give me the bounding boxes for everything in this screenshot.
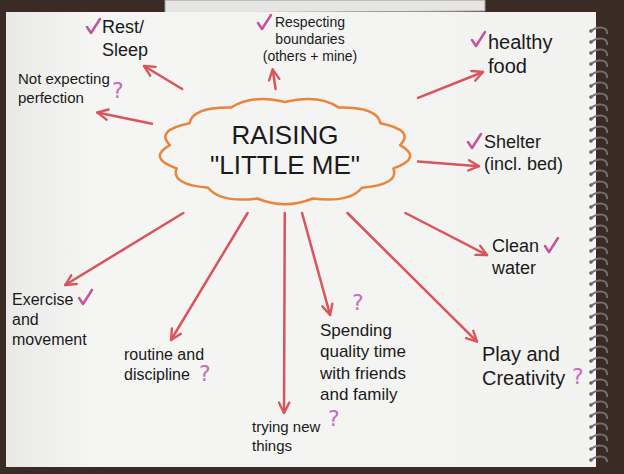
topic-text: Respecting boundaries (others + mine) — [255, 14, 365, 64]
topic-text: Rest/ Sleep — [102, 16, 162, 61]
check-mark — [468, 134, 481, 148]
topic-text: Play and Creativity — [482, 342, 582, 390]
check-mark — [79, 290, 92, 304]
branch-topic: routine and discipline — [124, 345, 234, 385]
question-mark: ? — [112, 78, 124, 103]
topic-text: Exercise and movement — [12, 290, 102, 350]
branch-arrow — [65, 213, 183, 285]
branch-arrow — [283, 213, 286, 413]
question-mark: ? — [199, 361, 211, 386]
check-mark — [545, 238, 558, 252]
check-mark — [87, 19, 100, 33]
check-mark — [258, 15, 271, 29]
branch-arrow — [405, 213, 487, 255]
branch-topic: Exercise and movement — [12, 290, 102, 350]
branch-topic: Rest/ Sleep — [102, 16, 162, 61]
question-mark: ? — [572, 364, 584, 389]
branch-topic: Play and Creativity — [482, 342, 582, 390]
branch-topic: Shelter (incl. bed) — [484, 132, 584, 175]
question-mark: ? — [112, 80, 124, 102]
question-mark: ? — [352, 292, 364, 314]
central-title: RAISING "LITTLE ME" — [193, 121, 378, 181]
branch-arrow — [97, 113, 152, 124]
branch-arrow — [171, 213, 248, 340]
question-mark: ? — [328, 406, 340, 431]
branch-topic: healthy food — [488, 30, 568, 78]
question-mark: ? — [328, 408, 340, 430]
check-mark — [472, 32, 485, 46]
branch-topic: Respecting boundaries (others + mine) — [255, 14, 365, 64]
paper-sheet — [6, 12, 596, 467]
branch-topic: Spending quality time with friends and f… — [320, 320, 435, 405]
branch-arrow — [144, 66, 182, 89]
branch-arrow — [302, 213, 330, 315]
topic-text: Clean water — [492, 236, 562, 279]
question-mark: ? — [572, 366, 584, 388]
branch-topic: Clean water — [492, 236, 562, 279]
cloud-outline — [160, 99, 410, 204]
topic-text: routine and discipline — [124, 345, 234, 385]
central-cloud: RAISING "LITTLE ME" — [155, 92, 415, 210]
topic-text: Shelter (incl. bed) — [484, 132, 584, 175]
branch-arrow — [418, 72, 483, 98]
branch-arrow — [273, 69, 276, 89]
topic-text: Spending quality time with friends and f… — [320, 320, 435, 405]
topic-text: Not expecting perfection — [18, 70, 128, 108]
branch-arrow — [418, 161, 479, 166]
other-notebook — [165, 0, 485, 13]
branch-topic: Not expecting perfection — [18, 70, 128, 108]
spiral-binding — [586, 26, 612, 462]
question-mark: ? — [352, 290, 364, 315]
topic-text: healthy food — [488, 30, 568, 78]
question-mark: ? — [199, 363, 211, 385]
topic-text: trying new things — [252, 418, 332, 456]
branch-topic: trying new things — [252, 418, 332, 456]
